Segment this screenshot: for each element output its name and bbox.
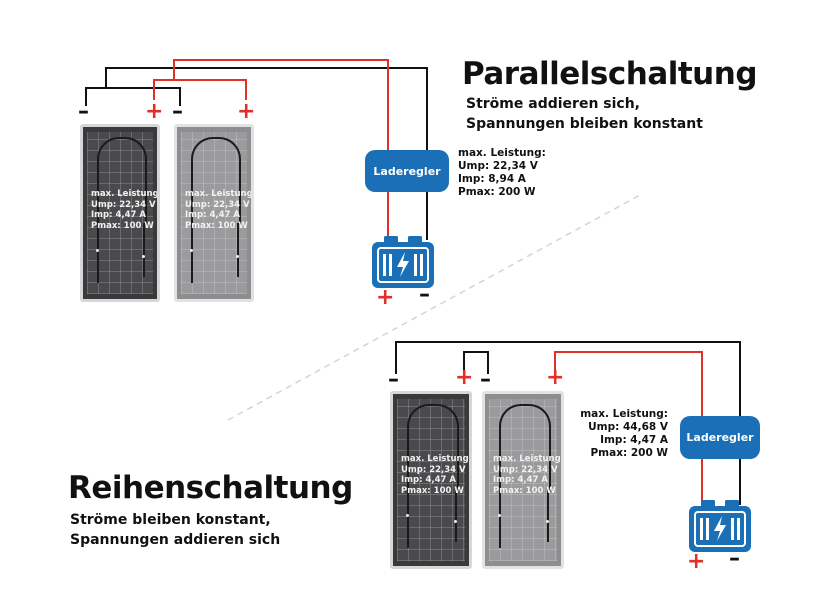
spec-line: max. Leistung: — [91, 189, 160, 199]
spec-line: Ump: 44,68 V — [588, 421, 668, 433]
negative-terminal: – — [172, 99, 183, 124]
parallel-negative-wire — [85, 67, 428, 240]
series-total-specs: max. Leistung: Ump: 44,68 V Imp: 4,47 A … — [574, 408, 668, 460]
spec-line: max. Leistung: — [493, 454, 564, 464]
negative-terminal: – — [480, 367, 491, 392]
spec-line: Pmax: 200 W — [458, 186, 536, 198]
spec-line: Pmax: 100 W — [493, 485, 556, 496]
parallel-subtitle: Ströme addieren sich, Spannungen bleiben… — [466, 94, 703, 134]
spec-line: Imp: 4,47 A — [600, 434, 668, 446]
panel-specs: max. Leistung: Ump: 22,34 V Imp: 4,47 A … — [493, 454, 564, 496]
section-divider-line — [227, 194, 641, 421]
lightning-bolt-icon — [714, 516, 726, 541]
subtitle-line: Ströme bleiben konstant, — [70, 512, 271, 528]
subtitle-line: Ströme addieren sich, — [466, 96, 640, 112]
solar-panel: max. Leistung: Ump: 22,34 V Imp: 4,47 A … — [482, 391, 564, 569]
panel-specs: max. Leistung: Ump: 22,34 V Imp: 4,47 A … — [91, 189, 160, 231]
positive-terminal: + — [237, 99, 256, 124]
solar-panel: max. Leistung: Ump: 22,34 V Imp: 4,47 A … — [390, 391, 472, 569]
subtitle-line: Spannungen bleiben konstant — [466, 116, 703, 132]
negative-terminal: – — [78, 99, 89, 124]
battery-negative-terminal: – — [729, 546, 740, 571]
parallel-total-specs: max. Leistung: Ump: 22,34 V Imp: 8,94 A … — [458, 147, 546, 199]
parallel-title: Parallelschaltung — [462, 56, 758, 92]
battery-icon — [689, 500, 751, 552]
panel-specs: max. Leistung: Ump: 22,34 V Imp: 4,47 A … — [185, 189, 254, 231]
spec-line: Ump: 22,34 V — [91, 199, 156, 210]
spec-line: Ump: 22,34 V — [458, 160, 538, 172]
spec-line: Pmax: 100 W — [185, 220, 248, 231]
positive-terminal: + — [546, 365, 565, 390]
spec-line: Imp: 8,94 A — [458, 173, 526, 185]
charge-controller: Laderegler — [680, 416, 760, 459]
series-bridge-wire — [463, 351, 489, 374]
spec-line: max. Leistung: — [401, 454, 472, 464]
battery-icon — [372, 236, 434, 288]
series-title: Reihenschaltung — [68, 470, 353, 506]
spec-line: Ump: 22,34 V — [493, 464, 558, 475]
spec-line: Imp: 4,47 A — [91, 210, 146, 220]
solar-panel: max. Leistung: Ump: 22,34 V Imp: 4,47 A … — [80, 124, 160, 302]
series-subtitle: Ströme bleiben konstant, Spannungen addi… — [70, 510, 280, 550]
parallel-positive-wire — [153, 59, 389, 240]
battery-positive-terminal: + — [687, 549, 706, 574]
battery-negative-terminal: – — [419, 282, 430, 307]
battery-positive-terminal: + — [376, 285, 395, 310]
spec-line: Ump: 22,34 V — [185, 199, 250, 210]
spec-line: Pmax: 100 W — [401, 485, 464, 496]
solar-panel: max. Leistung: Ump: 22,34 V Imp: 4,47 A … — [174, 124, 254, 302]
parallel-negative-bridge — [106, 87, 181, 106]
spec-line: Imp: 4,47 A — [401, 475, 456, 485]
negative-terminal: – — [388, 367, 399, 392]
lightning-bolt-icon — [397, 252, 409, 277]
parallel-positive-bridge — [174, 79, 247, 100]
spec-line: Ump: 22,34 V — [401, 464, 466, 475]
subtitle-line: Spannungen addieren sich — [70, 532, 281, 548]
panel-specs: max. Leistung: Ump: 22,34 V Imp: 4,47 A … — [401, 454, 472, 496]
positive-terminal: + — [455, 365, 474, 390]
spec-line: max. Leistung: — [185, 189, 254, 199]
charge-controller: Laderegler — [365, 150, 449, 192]
positive-terminal: + — [145, 99, 164, 124]
spec-line: Pmax: 200 W — [590, 447, 668, 459]
spec-line: Imp: 4,47 A — [185, 210, 240, 220]
spec-line: max. Leistung: — [580, 408, 668, 420]
spec-line: max. Leistung: — [458, 147, 546, 159]
spec-line: Pmax: 100 W — [91, 220, 154, 231]
spec-line: Imp: 4,47 A — [493, 475, 548, 485]
